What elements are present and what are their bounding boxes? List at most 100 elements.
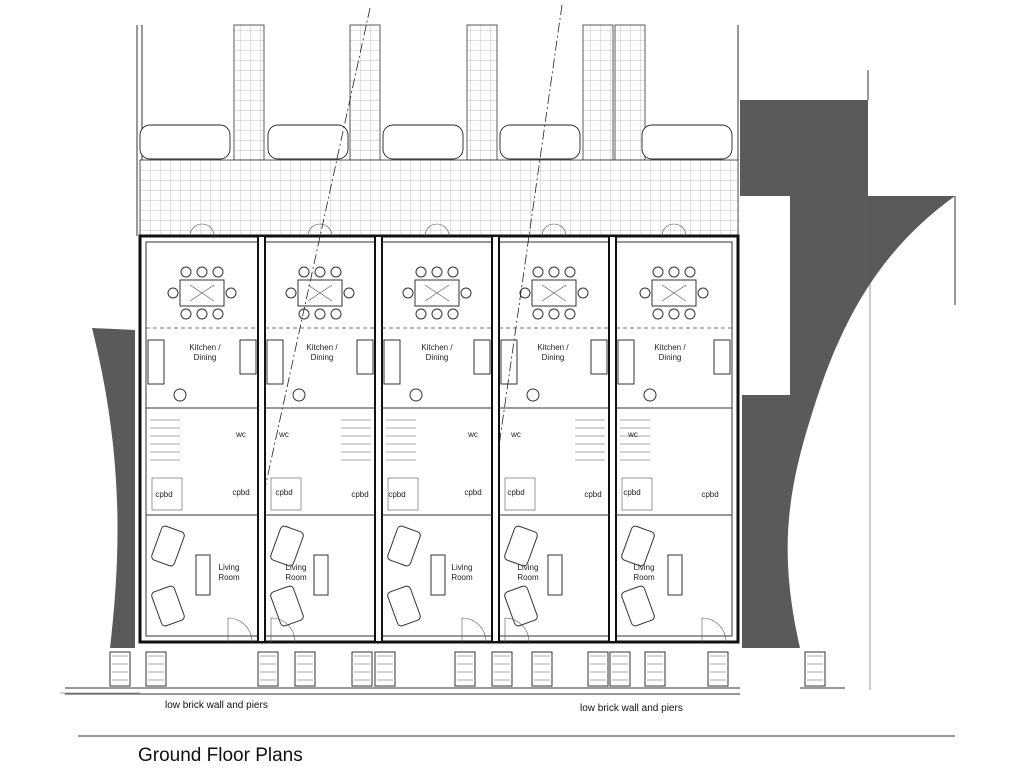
cpbd-label: cpbd [351,490,368,499]
kitchen-worktop [590,339,608,375]
french-doors [661,223,687,237]
dining-chair [684,308,696,320]
house-layouts [146,223,732,643]
pier-hatch [534,655,550,681]
dining-chair [196,266,208,278]
cupboard [151,477,183,511]
dining-chair [343,287,355,299]
dining-chair [447,266,459,278]
front-door [270,617,296,643]
dining-chair [212,308,224,320]
brick-pier [109,651,131,687]
pier-hatch [710,655,726,681]
front-door [227,617,253,643]
pier-hatch [354,655,370,681]
french-doors [424,223,450,237]
pier-hatch [457,655,473,681]
cupboard [504,477,536,511]
dining-chair [298,266,310,278]
dining-chair [548,266,560,278]
brick-pier [531,651,553,687]
kitchen-label: Dining [542,353,565,362]
kitchen-label: Kitchen / [537,343,569,352]
dining-chair [402,287,414,299]
living-room-label: Living [452,563,473,572]
brick-pier [294,651,316,687]
sofa [270,585,304,627]
pier-hatch [612,655,628,681]
living-room-label: Room [517,573,539,582]
boiler [409,388,423,402]
kitchen-worktop [266,339,284,385]
cpbd-label: cpbd [232,488,249,497]
brick-pier [804,651,826,687]
kitchen-label: Kitchen / [189,343,221,352]
dining-chair [415,308,427,320]
dining-chair [577,287,589,299]
dining-chair [212,266,224,278]
brick-pier [374,651,396,687]
kitchen-worktop [147,339,165,385]
pier-hatch [494,655,510,681]
kitchen-worktop [500,339,518,385]
wc-label: wc [278,430,289,439]
kitchen-worktop [473,339,491,375]
dining-chair [564,308,576,320]
party-walls [257,235,617,643]
rooflight-cross [307,284,333,302]
cpbd-label: cpbd [623,488,640,497]
living-room-label: Room [451,573,473,582]
hedge-planters [139,124,733,160]
brick-pier [587,651,609,687]
dining-chair [460,287,472,299]
cpbd-label: cpbd [155,490,172,499]
kitchen-label: Dining [194,353,217,362]
front-door [504,617,530,643]
sofa [151,525,185,567]
living-room-label: Living [634,563,655,572]
pier-hatch [148,655,164,681]
sofa [270,525,304,567]
french-doors [189,223,215,237]
dining-chair [415,266,427,278]
house-5 [616,223,732,643]
pier-hatch [260,655,276,681]
house-1 [146,223,258,643]
brick-pier [644,651,666,687]
rooflight-cross [661,284,687,302]
coffee-table [547,554,563,596]
dining-chair [225,287,237,299]
dining-table [414,279,460,307]
sofa [387,585,421,627]
rooflight-cross [424,284,450,302]
living-room-label: Living [286,563,307,572]
dining-chair [668,308,680,320]
dining-table [297,279,343,307]
dining-table [531,279,577,307]
living-room-label: Living [219,563,240,572]
cupboard [270,477,302,511]
dining-chair [697,287,709,299]
living-room-label: Living [518,563,539,572]
french-doors [541,223,567,237]
dining-chair [652,308,664,320]
dining-chair [196,308,208,320]
cupboard [621,477,653,511]
sofa [387,525,421,567]
dining-chair [314,308,326,320]
dining-chair [431,266,443,278]
sofa [621,525,655,567]
dining-chair [330,266,342,278]
room-labels: Kitchen / Dining Kitchen / Dining Kitche… [155,343,718,582]
kitchen-worktop [356,339,374,375]
brick-pier [454,651,476,687]
pier-hatch [647,655,663,681]
terrace-walls [138,234,740,644]
dining-chair [180,266,192,278]
kitchen-label: Kitchen / [654,343,686,352]
dining-chair [532,308,544,320]
front-boundary [65,651,845,695]
dining-table [179,279,225,307]
rooflight-cross [541,284,567,302]
